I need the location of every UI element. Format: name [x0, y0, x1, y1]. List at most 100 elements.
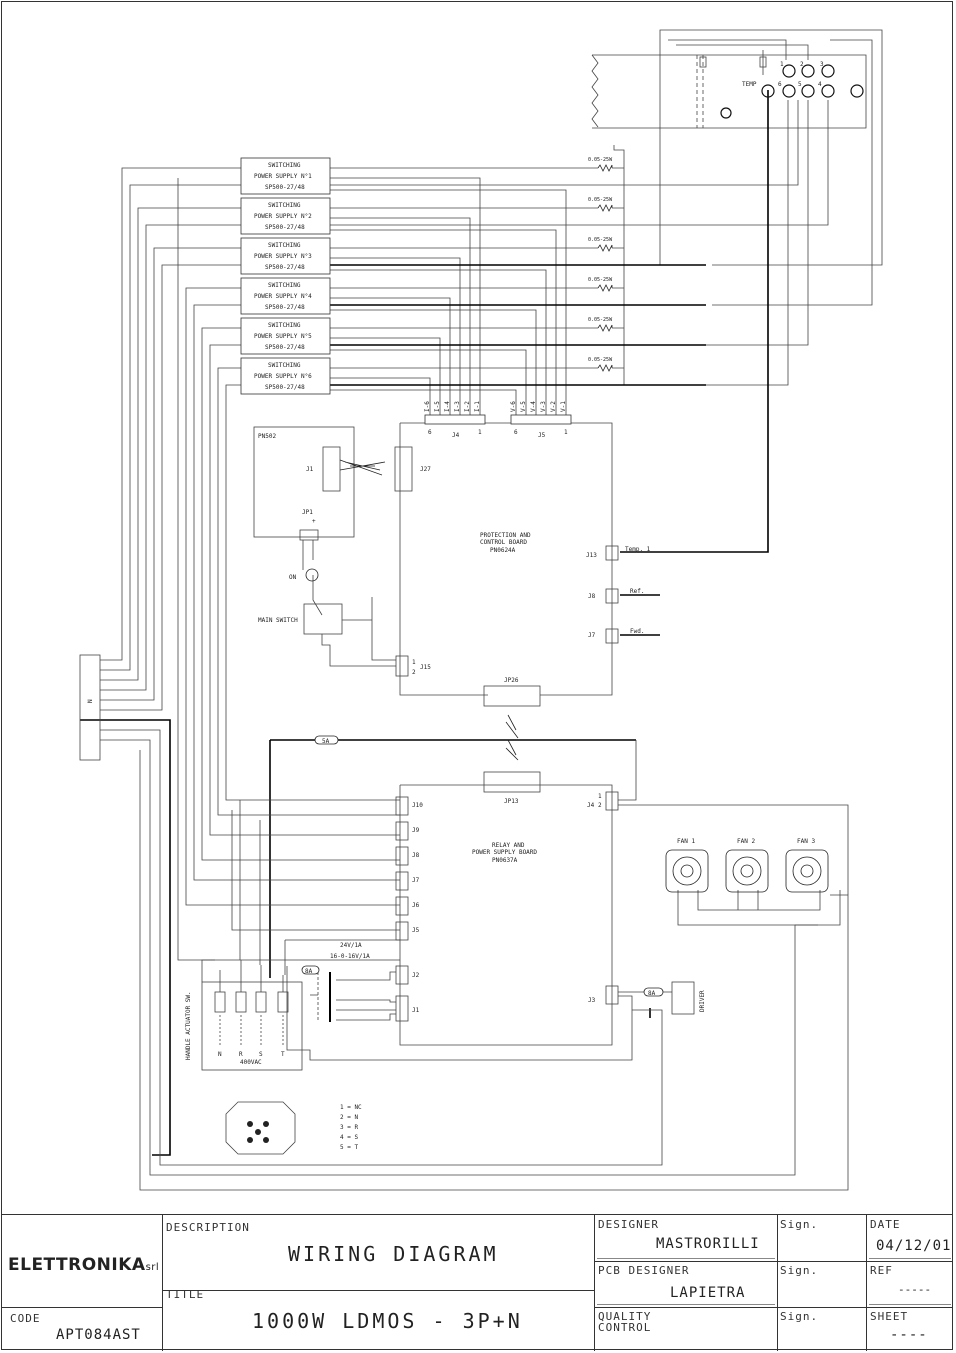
- ps-label: POWER SUPPLY N°5: [254, 333, 312, 340]
- svg-text:J8: J8: [412, 852, 420, 859]
- fuse-8a-transformer: 8A: [301, 965, 320, 975]
- transformer-labels: 24V/1A 16-0-16V/1A: [330, 942, 370, 960]
- svg-text:J15: J15: [420, 664, 431, 671]
- control-label: CONTROL: [598, 1321, 652, 1334]
- svg-text:5: 5: [798, 81, 802, 88]
- svg-text:R: R: [239, 1051, 243, 1058]
- svg-text:I-4: I-4: [444, 401, 451, 412]
- svg-text:6: 6: [514, 429, 518, 436]
- svg-text:J8: J8: [588, 593, 596, 600]
- designer-cell: [594, 1215, 777, 1351]
- svg-text:FAN 2: FAN 2: [737, 838, 755, 845]
- svg-text:I-2: I-2: [464, 401, 471, 412]
- description-cell: [162, 1215, 594, 1351]
- title-label: TITLE: [166, 1288, 205, 1301]
- j5-connector: V-6 V-5 V-4 V-3 V-2 V-1 6 J5 1: [510, 401, 572, 439]
- ps-model: SP500-27/48: [265, 224, 305, 231]
- svg-text:1 = NC: 1 = NC: [340, 1104, 362, 1111]
- phase-labels: N R S T 400VAC: [218, 1051, 285, 1066]
- svg-text:1: 1: [412, 659, 416, 666]
- ps-label: POWER SUPPLY N°3: [254, 253, 312, 260]
- svg-text:1: 1: [780, 61, 784, 68]
- svg-text:JP1: JP1: [302, 509, 313, 516]
- svg-text:2 = N: 2 = N: [340, 1114, 358, 1121]
- protection-board-labels: PROTECTION AND CONTROL BOARD PN0624A J13…: [258, 532, 651, 684]
- svg-text:N: N: [218, 1051, 222, 1058]
- relay-connectors: [395, 796, 409, 1022]
- svg-text:J7: J7: [588, 632, 596, 639]
- svg-text:V-2: V-2: [550, 401, 557, 412]
- svg-text:PN502: PN502: [258, 433, 276, 440]
- ps-name: SWITCHING: [268, 242, 301, 249]
- description-label: DESCRIPTION: [166, 1221, 250, 1234]
- svg-text:J9: J9: [412, 827, 420, 834]
- resistors: [597, 164, 613, 372]
- ps-label: POWER SUPPLY N°4: [254, 293, 312, 300]
- ps-name: SWITCHING: [268, 202, 301, 209]
- svg-text:J1: J1: [412, 1007, 420, 1014]
- company-logo: ELETTRONIKAsrl: [8, 1255, 159, 1275]
- svg-text:I-5: I-5: [434, 401, 441, 412]
- driver-label: DRIVER: [699, 990, 706, 1012]
- fuse-8a-driver: 8A: [643, 987, 664, 997]
- svg-text:FAN 3: FAN 3: [797, 838, 815, 845]
- company-suffix: srl: [145, 1262, 160, 1273]
- temp-label: TEMP: [742, 81, 757, 88]
- svg-text:6: 6: [428, 429, 432, 436]
- svg-text:JP26: JP26: [504, 677, 519, 684]
- svg-text:J6: J6: [412, 902, 420, 909]
- resistor-label: 0.05-25W: [588, 317, 613, 323]
- date-label: DATE: [870, 1218, 901, 1231]
- fwd-signal: Fwd.: [630, 628, 644, 635]
- svg-text:J5: J5: [412, 927, 420, 934]
- terminal-block-label: N: [87, 699, 94, 703]
- date-cell: [866, 1215, 953, 1351]
- ps-model: SP500-27/48: [265, 264, 305, 271]
- title-block: [2, 1214, 953, 1351]
- on-label: ON: [289, 574, 297, 581]
- resistor-label: 0.05-25W: [588, 157, 613, 163]
- svg-text:V-5: V-5: [520, 401, 527, 412]
- power-supplies: SWITCHING POWER SUPPLY N°1 SP500-27/48 S…: [240, 157, 331, 395]
- svg-text:V-3: V-3: [540, 401, 547, 412]
- svg-text:POWER SUPPLY BOARD: POWER SUPPLY BOARD: [472, 849, 537, 856]
- ref-label: REF: [870, 1264, 893, 1277]
- svg-text:5 = T: 5 = T: [340, 1144, 358, 1151]
- sign-label-2: Sign.: [780, 1264, 819, 1277]
- svg-text:+: +: [312, 518, 316, 525]
- company-name: ELETTRONIKA: [8, 1255, 146, 1275]
- svg-text:J10: J10: [412, 802, 423, 809]
- svg-text:16-0-16V/1A: 16-0-16V/1A: [330, 953, 370, 960]
- svg-text:PN0624A: PN0624A: [490, 547, 516, 554]
- plug-pins-icon: [247, 1121, 269, 1143]
- svg-text:24V/1A: 24V/1A: [340, 942, 362, 949]
- resistor-label: 0.05-25W: [588, 277, 613, 283]
- power-supply-6: SWITCHING POWER SUPPLY N°6 SP500-27/48: [240, 357, 331, 395]
- svg-text:1: 1: [564, 429, 568, 436]
- ps-label: POWER SUPPLY N°6: [254, 373, 312, 380]
- svg-text:3: 3: [820, 61, 824, 68]
- main-switch-label: MAIN SWITCH: [258, 617, 298, 624]
- relay-board-labels: RELAY AND POWER SUPPLY BOARD PN0637A JP1…: [412, 793, 602, 1014]
- voltage-label: 400VAC: [240, 1059, 262, 1066]
- designer-value: MASTRORILLI: [656, 1236, 760, 1252]
- wire-layer: [79, 29, 883, 1191]
- svg-text:J2: J2: [412, 972, 420, 979]
- ps-label: POWER SUPPLY N°2: [254, 213, 312, 220]
- ps-label: POWER SUPPLY N°1: [254, 173, 312, 180]
- svg-text:J7: J7: [412, 877, 420, 884]
- svg-text:I-3: I-3: [454, 401, 461, 412]
- pn502-labels: PN502 J1 JP1 + J27: [258, 433, 431, 525]
- temp-signal: Temp. 1: [625, 546, 651, 553]
- svg-text:4: 4: [818, 81, 822, 88]
- svg-text:I-1: I-1: [474, 401, 481, 412]
- svg-text:PN0637A: PN0637A: [492, 857, 518, 864]
- svg-text:J4: J4: [452, 432, 460, 439]
- sheet-value: ----: [890, 1327, 928, 1343]
- svg-text:FAN 1: FAN 1: [677, 838, 695, 845]
- ref-value: -----: [898, 1283, 932, 1296]
- svg-text:4 = S: 4 = S: [340, 1134, 358, 1141]
